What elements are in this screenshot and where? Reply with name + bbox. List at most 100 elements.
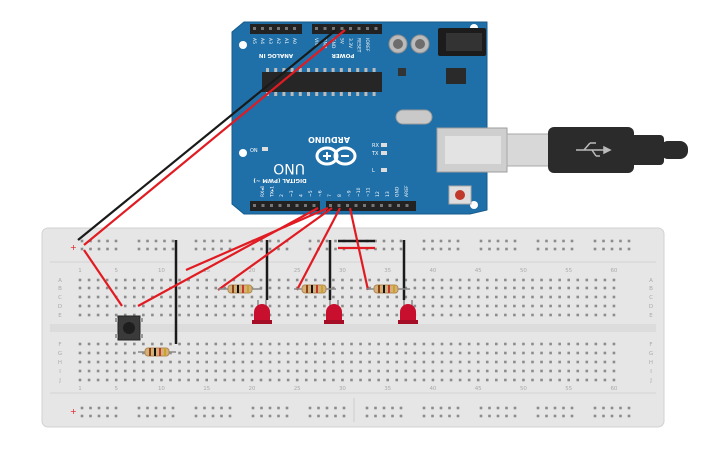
breadboard-hole[interactable] [404, 360, 408, 364]
breadboard-hole[interactable] [386, 351, 389, 355]
breadboard-hole[interactable] [323, 295, 326, 299]
rail-hole[interactable] [228, 414, 232, 418]
breadboard-hole[interactable] [540, 342, 543, 346]
breadboard-hole[interactable] [612, 351, 616, 355]
rail-hole[interactable] [325, 247, 329, 251]
breadboard-hole[interactable] [277, 304, 281, 308]
breadboard-hole[interactable] [205, 295, 208, 299]
breadboard-hole[interactable] [169, 378, 172, 382]
rail-hole[interactable] [97, 239, 101, 243]
rail-hole[interactable] [194, 414, 198, 418]
breadboard-hole[interactable] [259, 369, 263, 373]
rail-hole[interactable] [399, 406, 403, 410]
breadboard-hole[interactable] [576, 304, 580, 308]
rail-hole[interactable] [114, 406, 118, 410]
breadboard-hole[interactable] [549, 351, 552, 355]
breadboard-hole[interactable] [449, 278, 453, 282]
rail-hole[interactable] [479, 414, 483, 418]
breadboard-hole[interactable] [78, 278, 82, 282]
breadboard-hole[interactable] [160, 378, 163, 382]
rail-hole[interactable] [365, 406, 369, 410]
breadboard-hole[interactable] [531, 278, 534, 282]
breadboard-hole[interactable] [87, 313, 91, 317]
rail-hole[interactable] [545, 406, 548, 410]
breadboard-hole[interactable] [123, 286, 127, 290]
breadboard-hole[interactable] [187, 278, 190, 282]
breadboard-hole[interactable] [250, 351, 254, 355]
rail-hole[interactable] [570, 406, 574, 410]
breadboard-hole[interactable] [585, 378, 589, 382]
breadboard-hole[interactable] [205, 378, 208, 382]
rail-hole[interactable] [277, 247, 280, 251]
breadboard-hole[interactable] [467, 342, 471, 346]
breadboard-hole[interactable] [87, 369, 91, 373]
breadboard-hole[interactable] [87, 278, 91, 282]
breadboard-hole[interactable] [431, 278, 435, 282]
breadboard-hole[interactable] [531, 351, 534, 355]
breadboard-hole[interactable] [594, 286, 598, 290]
breadboard-hole[interactable] [232, 295, 236, 299]
breadboard-hole[interactable] [123, 295, 127, 299]
rail-hole[interactable] [496, 406, 500, 410]
rail-hole[interactable] [97, 406, 101, 410]
breadboard-hole[interactable] [567, 351, 570, 355]
breadboard-hole[interactable] [304, 360, 308, 364]
breadboard-hole[interactable] [286, 360, 290, 364]
rail-hole[interactable] [342, 406, 346, 410]
breadboard-hole[interactable] [332, 369, 335, 373]
rail-hole[interactable] [308, 247, 312, 251]
breadboard-hole[interactable] [223, 342, 227, 346]
breadboard-hole[interactable] [495, 313, 498, 317]
breadboard-hole[interactable] [476, 313, 480, 317]
breadboard-hole[interactable] [114, 313, 118, 317]
rail-hole[interactable] [439, 406, 443, 410]
breadboard-hole[interactable] [160, 360, 163, 364]
rail-hole[interactable] [570, 247, 574, 251]
breadboard-hole[interactable] [295, 304, 299, 308]
breadboard-hole[interactable] [485, 360, 489, 364]
breadboard-hole[interactable] [169, 360, 172, 364]
breadboard-hole[interactable] [594, 304, 598, 308]
rail-hole[interactable] [114, 239, 118, 243]
breadboard-hole[interactable] [223, 313, 227, 317]
rail-hole[interactable] [602, 239, 605, 243]
breadboard-hole[interactable] [151, 378, 154, 382]
breadboard-hole[interactable] [540, 378, 543, 382]
rail-hole[interactable] [308, 406, 312, 410]
breadboard-hole[interactable] [431, 295, 435, 299]
rail-hole[interactable] [431, 247, 434, 251]
breadboard-hole[interactable] [96, 351, 100, 355]
breadboard-hole[interactable] [540, 286, 543, 290]
breadboard-hole[interactable] [368, 278, 371, 282]
rail-hole[interactable] [285, 247, 289, 251]
breadboard-hole[interactable] [187, 313, 190, 317]
breadboard-hole[interactable] [594, 342, 598, 346]
breadboard-hole[interactable] [223, 369, 227, 373]
rail-hole[interactable] [194, 406, 198, 410]
breadboard-hole[interactable] [332, 295, 335, 299]
rail-hole[interactable] [285, 414, 289, 418]
breadboard-hole[interactable] [368, 351, 371, 355]
breadboard-hole[interactable] [259, 342, 263, 346]
breadboard-hole[interactable] [304, 313, 308, 317]
breadboard-hole[interactable] [476, 369, 480, 373]
rail-hole[interactable] [536, 239, 540, 243]
breadboard-hole[interactable] [187, 378, 190, 382]
breadboard-hole[interactable] [178, 295, 181, 299]
breadboard-hole[interactable] [431, 351, 435, 355]
breadboard-hole[interactable] [232, 378, 236, 382]
breadboard-hole[interactable] [585, 360, 589, 364]
breadboard-hole[interactable] [295, 342, 299, 346]
header-pin[interactable] [332, 27, 335, 30]
breadboard-hole[interactable] [467, 278, 471, 282]
breadboard-hole[interactable] [467, 378, 471, 382]
breadboard-hole[interactable] [123, 360, 127, 364]
rail-hole[interactable] [496, 247, 500, 251]
rail-hole[interactable] [619, 406, 622, 410]
rail-hole[interactable] [220, 406, 223, 410]
rail-hole[interactable] [488, 239, 491, 243]
breadboard-hole[interactable] [368, 369, 371, 373]
header-pin[interactable] [293, 27, 296, 30]
rail-hole[interactable] [80, 406, 84, 410]
rail-hole[interactable] [513, 406, 517, 410]
